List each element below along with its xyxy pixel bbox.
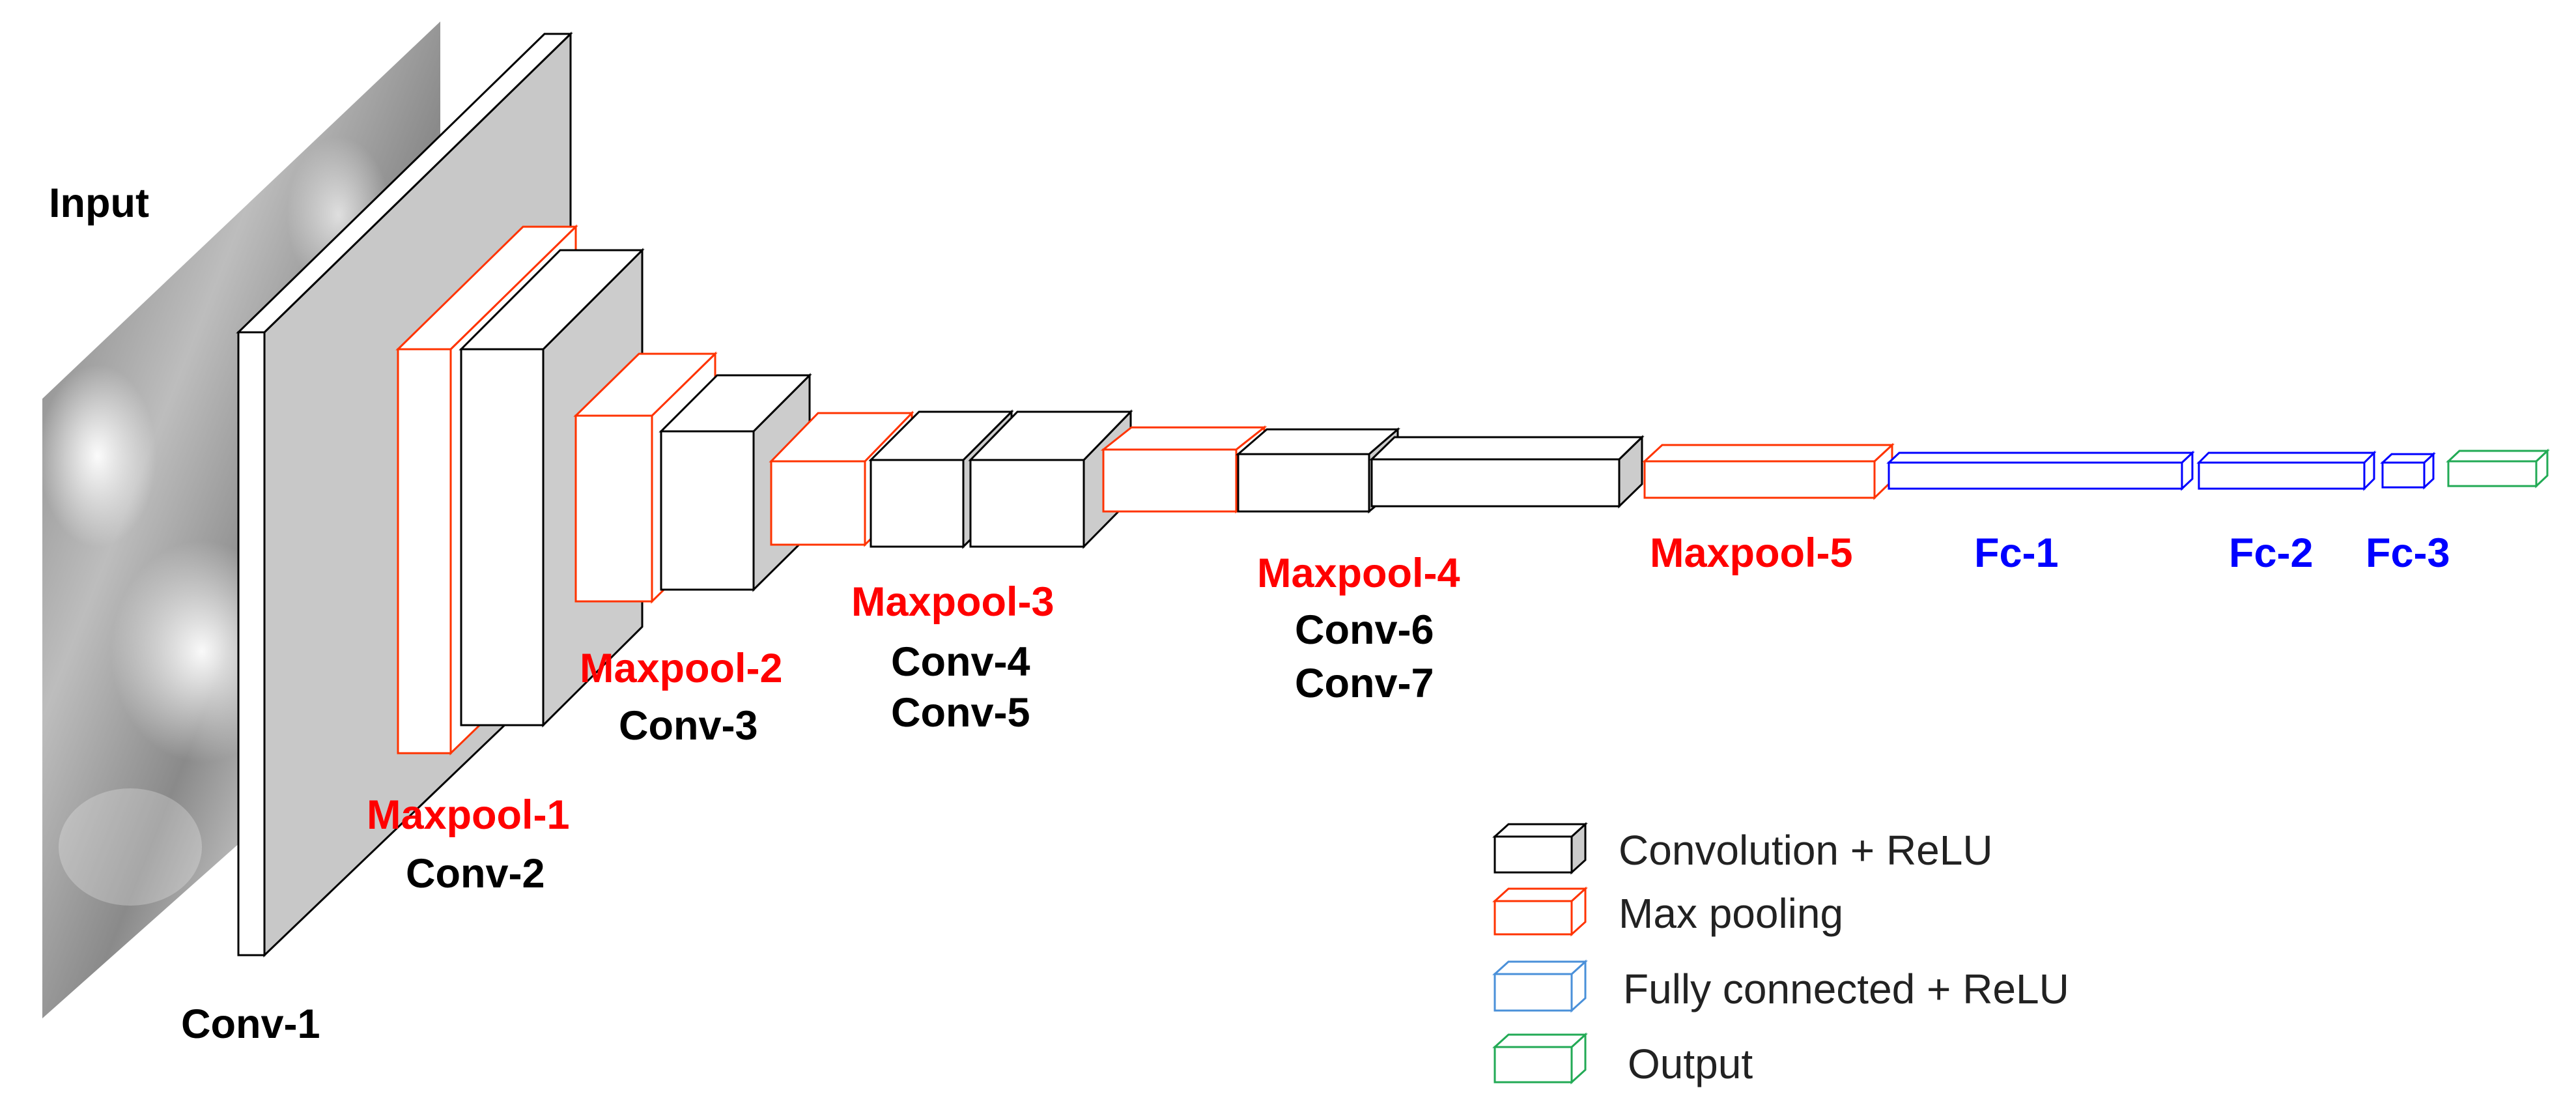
output-block — [2446, 448, 2550, 489]
maxpool3-block — [769, 410, 914, 547]
label-maxpool4: Maxpool-4 — [1257, 551, 1460, 596]
label-fc3: Fc-3 — [2366, 530, 2450, 576]
fc2-block — [2196, 450, 2377, 491]
label-maxpool1: Maxpool-1 — [367, 792, 570, 838]
label-conv4: Conv-4 — [891, 639, 1030, 685]
legend-output-label: Output — [1628, 1041, 1753, 1087]
legend-output-swatch — [1492, 1032, 1588, 1085]
legend-fc-label: Fully connected + ReLU — [1623, 966, 2069, 1012]
label-input: Input — [49, 180, 149, 226]
label-maxpool2: Maxpool-2 — [580, 646, 783, 691]
fc3-block — [2380, 452, 2436, 490]
conv7-block — [1369, 435, 1645, 509]
label-conv6: Conv-6 — [1295, 607, 1434, 653]
label-maxpool3: Maxpool-3 — [851, 579, 1054, 625]
label-conv1: Conv-1 — [181, 1001, 320, 1047]
label-conv5: Conv-5 — [891, 690, 1030, 736]
legend-conv-swatch — [1492, 822, 1588, 875]
label-conv2: Conv-2 — [406, 851, 545, 897]
legend-fc-swatch — [1492, 959, 1588, 1013]
label-fc1: Fc-1 — [1974, 530, 2059, 576]
label-conv3: Conv-3 — [619, 703, 758, 749]
label-fc2: Fc-2 — [2229, 530, 2314, 576]
legend: Convolution + ReLU Max pooling Fully con… — [1492, 822, 2069, 1087]
legend-pool-swatch — [1492, 886, 1588, 937]
maxpool5-block — [1642, 442, 1895, 500]
legend-pool-label: Max pooling — [1619, 890, 1843, 937]
label-conv7: Conv-7 — [1295, 661, 1434, 706]
label-maxpool5: Maxpool-5 — [1650, 530, 1853, 576]
fc1-block — [1886, 450, 2195, 491]
legend-conv-label: Convolution + ReLU — [1619, 827, 1993, 874]
